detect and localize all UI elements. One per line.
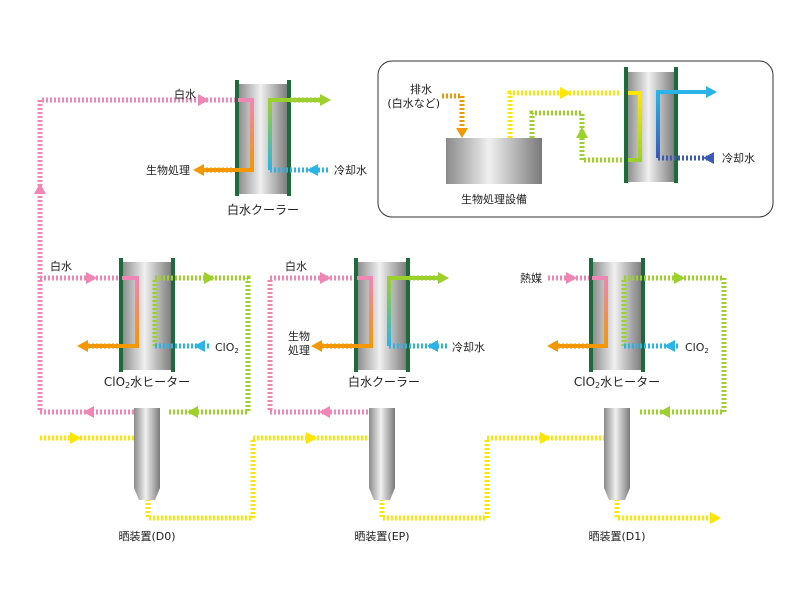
tower-d1-label: 晒装置(D1) <box>588 530 645 543</box>
inset-yellow-line <box>507 90 620 138</box>
clo2-heater-d0: 白水 ClO2 ClO2水ヒーター <box>50 258 251 418</box>
tower-ep: 晒装置(EP) <box>354 408 410 543</box>
clo2-heater-d1: 熱媒 ClO2 ClO2水ヒーター <box>520 258 727 418</box>
d0-clo2-label: ClO2 <box>215 341 239 355</box>
ep-bio-label-2: 処理 <box>288 344 310 357</box>
d1-heat-medium-label: 熱媒 <box>520 272 542 285</box>
tower-d0-label: 晒装置(D0) <box>118 530 175 543</box>
drain-line <box>442 93 465 132</box>
inset-exchanger-body <box>627 72 675 182</box>
top-cooler-bio-label: 生物処理 <box>146 163 190 177</box>
d0-white-water-label: 白水 <box>50 259 72 273</box>
top-white-water-cooler: 白水 生物処理 冷却水 白水クーラー <box>146 80 367 217</box>
top-cooler-title: 白水クーラー <box>227 202 299 217</box>
inset-cooling-water-label: 冷却水 <box>722 152 755 165</box>
inset-drain-label: 排水 <box>410 82 432 96</box>
pink-white-water-loop <box>34 94 235 418</box>
tower-d1: 晒装置(D1) <box>588 408 646 543</box>
tower-d0: 晒装置(D0) <box>118 408 176 543</box>
top-cooler-white-water-label: 白水 <box>174 87 196 101</box>
ep-bio-label-1: 生物 <box>288 329 310 343</box>
bio-facility-tank <box>446 138 542 184</box>
d1-heater-title: ClO2水ヒーター <box>574 375 660 390</box>
inset-facility-label: 生物処理設備 <box>461 192 527 206</box>
ep-cooler-title: 白水クーラー <box>348 374 420 389</box>
drain-arrow <box>456 128 468 138</box>
inset-green-line <box>529 110 628 163</box>
ep-cooling-water-label: 冷却水 <box>452 341 485 354</box>
d0-heater-title: ClO2水ヒーター <box>104 375 190 390</box>
ep-white-water-label: 白水 <box>285 259 307 273</box>
tower-ep-label: 晒装置(EP) <box>354 530 409 543</box>
yellow-pulp-line <box>40 432 721 524</box>
d1-clo2-label: ClO2 <box>685 341 709 355</box>
inset-drain-sub-label: (白水など) <box>387 96 440 110</box>
inset-panel: 排水 (白水など) 生物処理設備 冷却水 <box>377 60 774 218</box>
white-water-cooler-ep: 白水 生物 処理 冷却水 白水クーラー <box>267 258 485 418</box>
top-cooler-cooling-water-label: 冷却水 <box>334 164 367 177</box>
